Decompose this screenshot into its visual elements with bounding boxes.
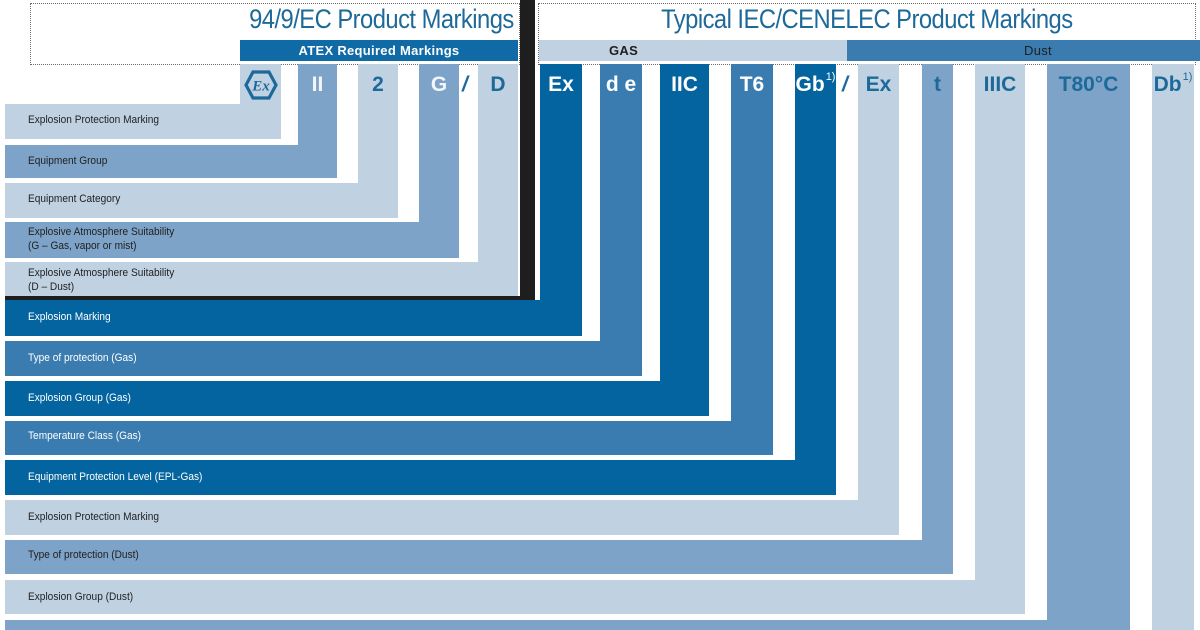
column-Ex <box>540 64 582 336</box>
column-Db <box>1152 64 1194 630</box>
row-label: Explosion Group (Gas) <box>28 392 131 404</box>
row-label: Explosive Atmosphere Suitability <box>28 226 175 238</box>
symbol-D: D <box>490 73 506 96</box>
row-temperature-dust <box>5 620 1130 630</box>
symbol-Gb-text: Gb <box>795 73 825 96</box>
dust-bar: Dust <box>847 40 1200 61</box>
ex-hexagon-icon: Ex <box>240 68 281 102</box>
group-divider-bottom <box>5 296 535 300</box>
column-Gb <box>795 64 836 495</box>
row-atmosphere-dust: Explosive Atmosphere Suitability (D – Du… <box>5 262 518 298</box>
gas-label: GAS <box>609 43 639 58</box>
row-label: Equipment Protection Level (EPL-Gas) <box>28 471 203 483</box>
row-label: Type of protection (Gas) <box>28 352 137 364</box>
atex-title: 94/9/EC Product Markings <box>249 4 514 34</box>
row-type-of-protection-gas: Type of protection (Gas) <box>5 341 642 376</box>
symbol-G: G <box>430 73 448 96</box>
symbol-T6: T6 <box>739 73 765 96</box>
row-label: Equipment Category <box>28 193 121 205</box>
row-label-sub: (G – Gas, vapor or mist) <box>28 240 137 252</box>
row-label: Explosion Protection Marking <box>28 114 160 126</box>
footnote-marker: 1) <box>1182 71 1193 83</box>
atex-required-bar: ATEX Required Markings <box>240 40 518 61</box>
row-explosion-group-dust: Explosion Group (Dust) <box>5 580 1025 614</box>
column-Ex-dust <box>858 64 899 535</box>
row-explosion-marking: Explosion Marking <box>5 300 582 336</box>
atex-required-label: ATEX Required Markings <box>298 43 460 58</box>
column-IIC <box>660 64 709 416</box>
row-explosion-group-gas: Explosion Group (Gas) <box>5 381 709 416</box>
column-T6 <box>731 64 773 455</box>
symbol-Db-text: Db <box>1153 73 1182 96</box>
group-divider <box>520 0 535 300</box>
row-label-sub: (D – Dust) <box>28 281 75 293</box>
symbol-IIIC: IIIC <box>983 73 1017 96</box>
column-IIIC <box>975 64 1025 614</box>
symbol-Ex: Ex <box>548 73 574 96</box>
column-T80C <box>1047 64 1130 630</box>
symbol-t: t <box>934 73 941 96</box>
footnote-marker: 1) <box>825 71 836 83</box>
row-explosion-protection-marking: Explosion Protection Marking <box>5 104 281 139</box>
row-explosion-protection-marking-dust: Explosion Protection Marking <box>5 500 899 535</box>
row-label: Explosion Protection Marking <box>28 511 160 523</box>
ex-hexagon-svg: Ex <box>243 70 278 100</box>
row-label: Temperature Class (Gas) <box>28 430 142 442</box>
symbol-Ex-dust: Ex <box>865 73 892 96</box>
row-atmosphere-gas: Explosive Atmosphere Suitability (G – Ga… <box>5 222 459 258</box>
symbol-2: 2 <box>372 73 384 96</box>
column-t <box>922 64 953 574</box>
iec-title: Typical IEC/CENELEC Product Markings <box>661 4 1074 34</box>
row-label: Explosion Group (Dust) <box>28 591 134 603</box>
symbol-de: d e <box>605 73 637 96</box>
separator-slash-gas-dust: / <box>842 73 848 96</box>
row-equipment-group: Equipment Group <box>5 145 337 178</box>
row-epl-gas: Equipment Protection Level (EPL-Gas) <box>5 460 836 495</box>
dust-label: Dust <box>1024 43 1052 58</box>
row-temperature-class-gas: Temperature Class (Gas) <box>5 421 773 455</box>
symbol-II: II <box>311 73 324 96</box>
separator-slash-gd: / <box>462 73 468 96</box>
svg-text:Ex: Ex <box>251 79 270 95</box>
row-label: Explosion Marking <box>28 311 111 323</box>
column-D <box>478 64 518 298</box>
row-type-of-protection-dust: Type of protection (Dust) <box>5 540 953 574</box>
row-label: Type of protection (Dust) <box>28 549 139 561</box>
symbol-T80C: T80°C <box>1058 73 1119 96</box>
symbol-IIC: IIC <box>671 73 698 96</box>
column-de <box>600 64 642 376</box>
row-label: Equipment Group <box>28 155 108 167</box>
row-equipment-category: Equipment Category <box>5 183 398 218</box>
gas-bar: GAS <box>539 40 917 61</box>
row-label: Explosive Atmosphere Suitability <box>28 267 175 279</box>
